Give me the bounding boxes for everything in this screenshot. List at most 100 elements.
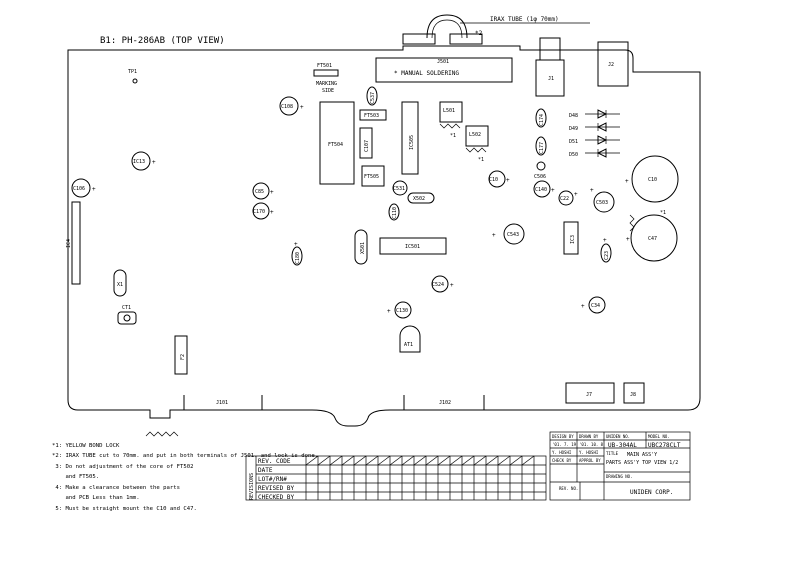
note-3: 3: Do not adjustment of the core of FT50…: [52, 463, 194, 470]
label-l502: L502: [469, 132, 481, 138]
c140-body: [533, 180, 551, 198]
rev-diag-line: [341, 455, 355, 466]
label-c174: C174: [539, 114, 545, 126]
c106-body: [71, 178, 91, 198]
label-c108: C108: [281, 104, 293, 110]
label-ft504: C107: [364, 140, 370, 152]
tb-model-no: UBC278CLT: [648, 442, 681, 449]
rev-diag-line: [389, 455, 403, 466]
label-c85: C85: [255, 189, 264, 195]
board-outline: [67, 45, 701, 427]
label-at1: AT1: [404, 342, 413, 348]
label-j102: J102: [439, 400, 451, 406]
c34-body: [588, 296, 606, 314]
label-ct1: CT1: [122, 305, 131, 311]
rev-diag-line: [401, 455, 415, 466]
ft505-body: [361, 165, 385, 187]
note-1: *1: YELLOW BOND LOCK: [52, 442, 120, 449]
j2-body: [597, 41, 629, 87]
label-c106: C106: [73, 186, 85, 192]
rev-diag-line: [437, 455, 451, 466]
c543-body: [503, 223, 525, 245]
tb-check-by: CHECK BY: [552, 458, 572, 463]
c170-body: [593, 191, 615, 213]
rev-diag-line: [521, 455, 535, 466]
svg-text:+: +: [492, 232, 496, 239]
x1-body: [113, 269, 127, 297]
j1-jack: [539, 37, 561, 61]
rev-diag-line: [449, 455, 463, 466]
rev-diag-line: [425, 455, 439, 466]
marking-side-2: SIDE: [322, 88, 334, 94]
j501-pin-b: [449, 33, 483, 45]
tb-uniden-no-label: UNIDEN NO.: [606, 434, 630, 439]
note-5: 5: Must be straight mount the C10 and C4…: [52, 505, 197, 512]
label-c47: C47: [648, 236, 657, 242]
ic4-body: [71, 201, 81, 285]
label-d51: D51: [569, 139, 578, 145]
label-c130: C130: [396, 308, 408, 314]
label-j101: J101: [216, 400, 228, 406]
label-j2: J2: [608, 62, 614, 68]
label-l501: L501: [443, 108, 455, 114]
svg-text:+: +: [270, 209, 274, 216]
ft501-body: [313, 69, 339, 77]
rev-diag-line: [473, 455, 487, 466]
rev-diag-line: [461, 455, 475, 466]
manual-soldering: * MANUAL SOLDERING: [394, 70, 459, 77]
tb-date2: '01. 10. 8: [579, 442, 604, 447]
tb-person2: Y. HOSHI: [579, 450, 599, 455]
rev-diag-line: [317, 455, 331, 466]
label-c177: C177: [539, 142, 545, 154]
ic13-body: [536, 161, 546, 171]
rev-diag-line: [353, 455, 367, 466]
svg-text:+: +: [603, 237, 607, 244]
diodes: D48 D49 D51 D50: [569, 109, 620, 158]
svg-text:+: +: [270, 189, 274, 196]
svg-text:+: +: [625, 178, 629, 185]
c108-body: [279, 96, 299, 116]
label-ft505: FT505: [364, 174, 379, 180]
j7-body: [565, 382, 615, 404]
rev-row-revised: REVISED BY: [258, 485, 295, 492]
label-c107: IC13: [133, 159, 145, 165]
tb-title-line1: MAIN ASS'Y: [627, 452, 657, 458]
c47-body: [630, 214, 678, 262]
label-ic3: IC3: [570, 235, 576, 244]
label-x1: X1: [117, 282, 123, 288]
x501-body: [354, 229, 368, 265]
rev-diag-line: [509, 455, 523, 466]
svg-text:+: +: [590, 187, 594, 194]
label-c180: C180: [295, 252, 301, 264]
label-c543: C543: [507, 232, 519, 238]
bond-lock-symbol: [145, 431, 179, 437]
label-c170: C503: [596, 200, 608, 206]
label-c537: C537: [370, 92, 376, 104]
rev-row-date: DATE: [258, 467, 273, 474]
label-d49: D49: [569, 126, 578, 132]
label-c531: C531: [393, 186, 405, 192]
at1-body: [399, 325, 421, 353]
label-c22: C22: [560, 196, 569, 202]
svg-text:+: +: [387, 308, 391, 315]
tb-company: UNIDEN CORP.: [630, 489, 673, 496]
tp1-pad: [132, 78, 138, 84]
note-2: *2: IRAX TUBE cut to 70mm. and put in bo…: [52, 453, 319, 459]
marking-side: MARKING: [316, 81, 337, 87]
label-j501: J501: [437, 59, 449, 65]
tb-drawing-no: DRAWING NO.: [606, 474, 633, 479]
rev-diag-line: [413, 455, 427, 466]
notes-list: *1: YELLOW BOND LOCK *2: IRAX TUBE cut to…: [52, 430, 319, 525]
rev-row-checked: CHECKED BY: [258, 494, 295, 501]
svg-text:+: +: [574, 191, 578, 198]
ic505-body: [401, 101, 419, 175]
board-title: B1: PH-286AB (TOP VIEW): [100, 36, 225, 46]
j102-body: [403, 395, 485, 411]
tb-date1: '01. 7. 19: [552, 442, 577, 447]
c85-body: [252, 182, 270, 200]
label-c10: C10: [648, 177, 657, 183]
tb-person1: Y. HOSHI: [552, 450, 572, 455]
label-c34: C34: [591, 303, 600, 309]
label-d48: D48: [569, 113, 578, 119]
c180-body: [291, 246, 303, 266]
